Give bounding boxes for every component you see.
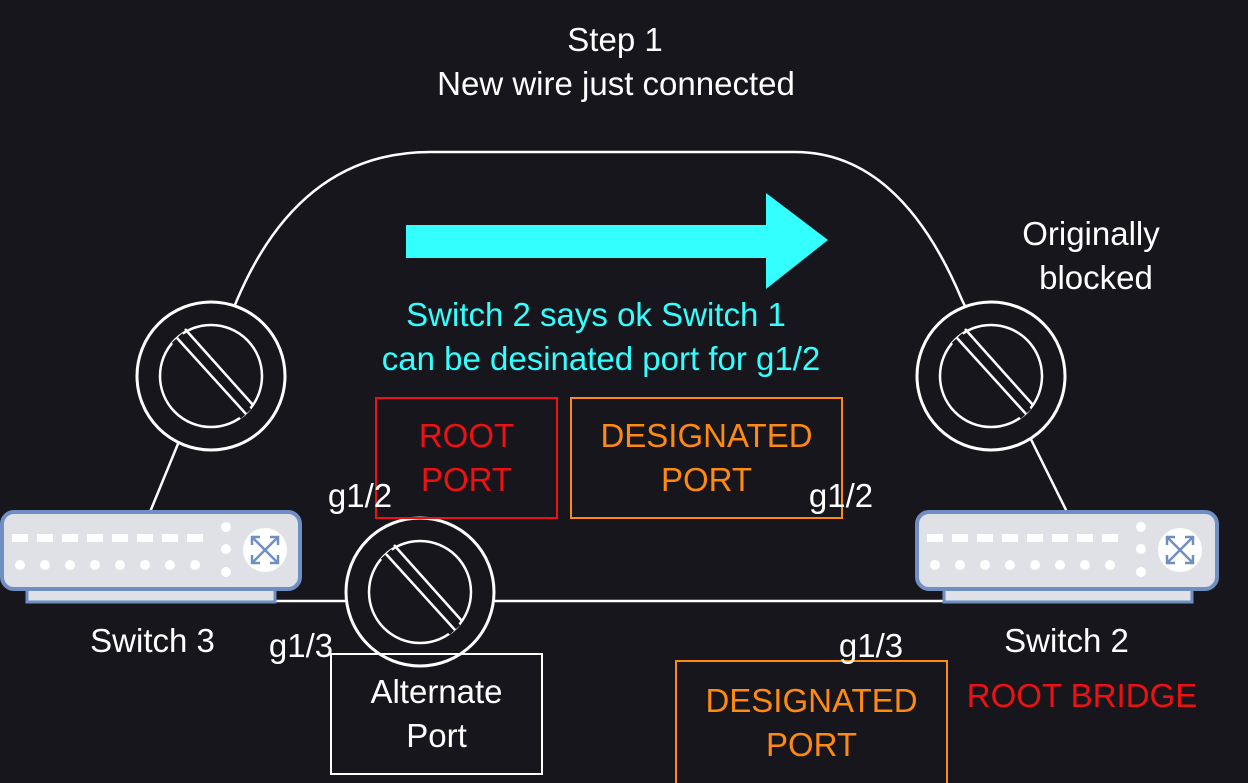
- arrow-right-icon: [406, 193, 828, 289]
- no-entry-icon: [915, 300, 1067, 452]
- switch-2-label: Switch 2: [1004, 622, 1129, 659]
- root-port-line-2: PORT: [420, 461, 513, 498]
- switch-3-icon: [0, 510, 302, 604]
- title-line-2: New wire just connected: [437, 65, 795, 102]
- designated-top-line-2: PORT: [660, 461, 753, 498]
- annotation-line-2: can be desinated port for g1/2: [381, 340, 821, 377]
- designated-top-line-1: DESIGNATED: [600, 417, 813, 454]
- designated-bottom-line-2: PORT: [765, 725, 858, 763]
- originally-blocked-line-2: blocked: [1039, 259, 1153, 296]
- annotation-line-1: Switch 2 says ok Switch 1: [406, 296, 786, 333]
- root-port-line-1: ROOT: [418, 417, 515, 454]
- root-bridge-label: ROOT BRIDGE: [966, 677, 1198, 714]
- designated-port-box-bottom: DESIGNATED PORT: [675, 660, 948, 783]
- switch-3-label: Switch 3: [90, 622, 215, 659]
- upper-link: [148, 150, 1069, 513]
- designated-bottom-line-1: DESIGNATED: [705, 681, 918, 719]
- switch-2-icon: [915, 510, 1219, 604]
- alternate-line-1: Alternate: [370, 673, 503, 710]
- designated-port-box-top: DESIGNATED PORT: [570, 397, 843, 519]
- port-label-sw2-g12: g1/2: [808, 477, 874, 514]
- port-label-sw3-g12: g1/2: [327, 477, 393, 514]
- no-entry-icon: [135, 300, 287, 452]
- no-entry-icon: [344, 516, 496, 668]
- alternate-line-2: Port: [406, 717, 467, 754]
- port-label-sw3-g13: g1/3: [268, 627, 334, 664]
- alternate-port-box: Alternate Port: [330, 653, 543, 775]
- title-line-1: Step 1: [567, 21, 663, 58]
- root-port-box: ROOT PORT: [375, 397, 558, 519]
- port-label-sw2-g13: g1/3: [838, 627, 904, 664]
- originally-blocked-line-1: Originally: [1022, 215, 1160, 252]
